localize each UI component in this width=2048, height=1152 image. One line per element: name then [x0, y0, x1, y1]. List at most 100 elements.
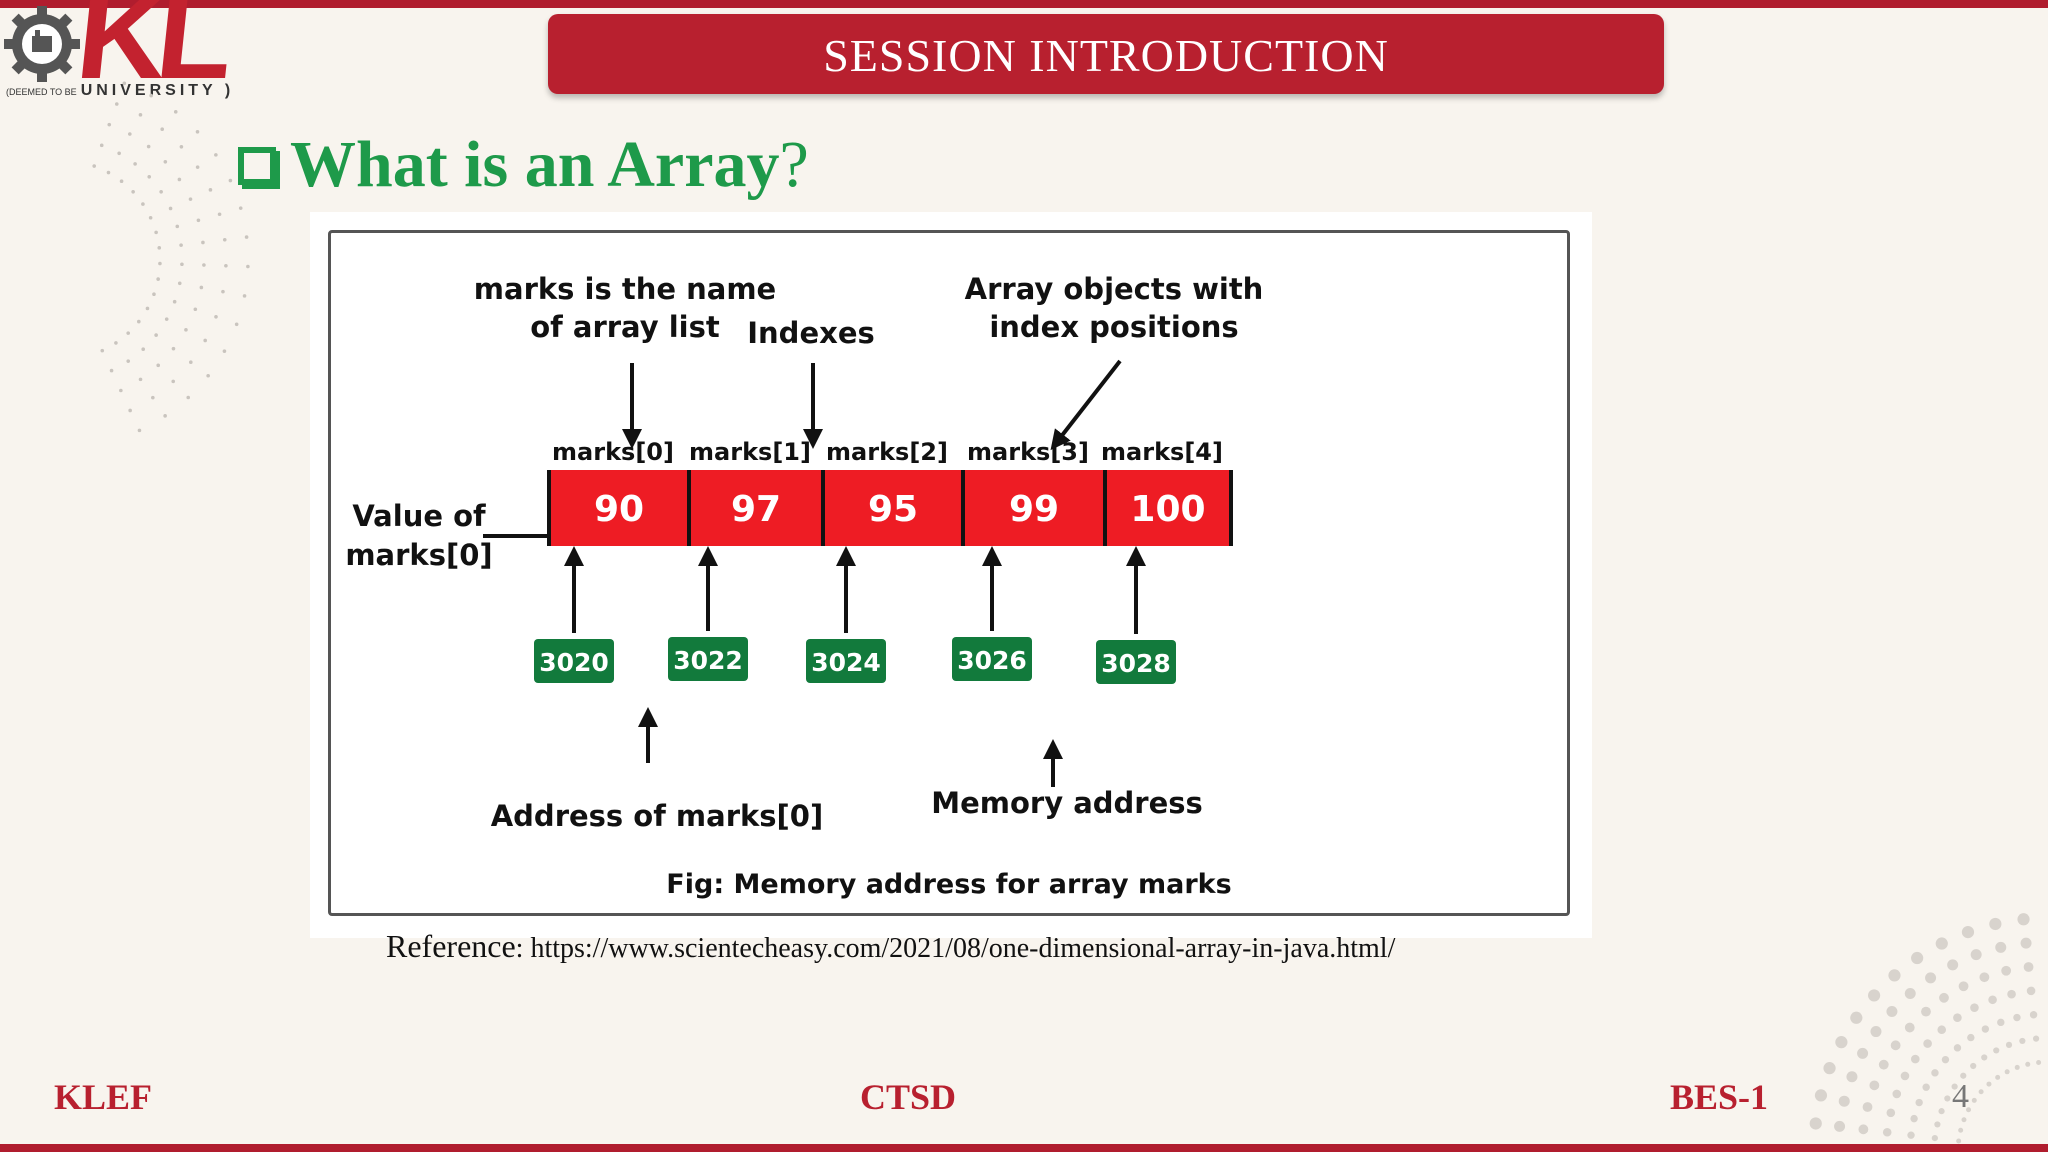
decor-dot — [2025, 1061, 2031, 1067]
decorative-dot-arc-right — [1807, 913, 2042, 1152]
array-cell-value: 99 — [1009, 489, 1059, 530]
decor-dot — [141, 347, 146, 352]
reference-url[interactable]: : https://www.scientecheasy.com/2021/08/… — [515, 933, 1396, 964]
decor-dot — [195, 165, 200, 169]
index-label: marks[2] — [826, 438, 948, 466]
decorative-dot-arc-left — [92, 81, 250, 433]
decor-dot — [1886, 1108, 1896, 1118]
decor-dot — [228, 178, 233, 183]
decor-dot — [107, 122, 112, 127]
decor-dot — [1970, 1003, 1979, 1012]
decor-dot — [114, 102, 119, 106]
decor-dot — [156, 277, 160, 281]
decor-dot — [158, 261, 162, 266]
decor-dot — [1858, 1124, 1869, 1135]
address-box — [668, 637, 748, 681]
decor-dot — [202, 263, 206, 267]
decor-dot — [1935, 937, 1948, 950]
array-cell-value: 95 — [868, 489, 918, 530]
decor-dot — [1857, 1047, 1869, 1059]
decor-dot — [1921, 1006, 1931, 1017]
decor-dot — [188, 197, 193, 201]
address-value: 3026 — [957, 646, 1027, 675]
label-value-line2: marks[0] — [345, 538, 492, 572]
page-number: 4 — [1952, 1078, 1969, 1115]
decor-dot — [157, 246, 162, 250]
decor-dot — [1941, 1055, 1950, 1064]
label-address: Address of marks[0] — [491, 799, 824, 833]
decor-dot — [1904, 988, 1916, 1000]
decor-dot — [1970, 1062, 1977, 1070]
decor-dot — [172, 299, 177, 304]
decor-dot — [1956, 1138, 1962, 1144]
top-accent-bar — [0, 0, 2048, 8]
decor-dot — [1890, 1040, 1901, 1051]
decor-dot — [163, 414, 167, 418]
address-box — [806, 639, 886, 683]
decor-dot — [1814, 1089, 1828, 1102]
decor-dot — [1978, 1089, 1984, 1095]
array-diagram: marks is the name of array list Indexes … — [345, 272, 1263, 900]
decor-dot — [2013, 1013, 2021, 1022]
decor-dot — [2019, 1037, 2026, 1045]
decor-dot — [1886, 1005, 1898, 1017]
decor-dot — [1888, 969, 1901, 982]
decor-dot — [177, 177, 182, 182]
decor-dot — [154, 230, 158, 235]
session-title-banner: SESSION INTRODUCTION — [548, 14, 1664, 94]
decor-dot — [2005, 1041, 2013, 1048]
decor-dot — [1944, 1095, 1951, 1102]
decor-dot — [175, 224, 180, 229]
decor-dot — [128, 408, 132, 413]
decor-dot — [2036, 1059, 2042, 1065]
address-value: 3028 — [1101, 649, 1171, 678]
decor-dot — [171, 346, 176, 351]
array-cell-value: 100 — [1130, 489, 1205, 530]
decor-dot — [1993, 1047, 2000, 1054]
decor-dot — [1862, 1102, 1873, 1112]
decor-dot — [122, 81, 127, 86]
decor-dot — [171, 379, 176, 384]
decor-dot — [137, 319, 141, 324]
decor-dot — [1979, 972, 1990, 983]
decor-dot — [217, 212, 222, 217]
decor-dot — [1931, 1135, 1938, 1142]
decor-dot — [177, 281, 182, 286]
decor-dot — [106, 170, 111, 175]
decor-dot — [206, 373, 210, 378]
reference-label: Reference — [386, 928, 516, 964]
decor-dot — [1970, 949, 1982, 961]
address-box — [952, 637, 1032, 681]
decor-dot — [242, 294, 247, 298]
decor-dot — [126, 359, 131, 363]
decor-dot — [1910, 1114, 1918, 1123]
footer-institution: KLEF — [54, 1077, 153, 1117]
decor-dot — [100, 348, 105, 353]
address-value: 3024 — [811, 648, 881, 677]
decor-dot — [163, 159, 168, 164]
decor-dot — [221, 289, 225, 294]
decor-dot — [214, 153, 218, 157]
decor-dot — [1869, 1080, 1880, 1091]
decor-dot — [164, 317, 169, 321]
decor-dot — [1838, 1095, 1850, 1107]
decor-dot — [1882, 1127, 1892, 1137]
figure-caption: Fig: Memory address for array marks — [666, 869, 1231, 900]
decor-dot — [114, 341, 118, 345]
decor-dot — [1868, 989, 1881, 1002]
reference-line: Reference: https://www.scientecheasy.com… — [386, 928, 1395, 965]
decor-dot — [149, 93, 153, 98]
decor-dot — [109, 368, 114, 373]
decor-dot — [1925, 972, 1937, 984]
decor-dot — [1981, 1054, 1988, 1061]
decor-dot — [168, 206, 173, 211]
array-cell-value: 97 — [731, 489, 781, 530]
decor-dot — [1967, 1033, 1975, 1042]
arrow-array-objects — [1050, 359, 1122, 451]
decor-dot — [147, 174, 152, 179]
decor-dot — [119, 179, 124, 183]
decor-dot — [173, 110, 178, 114]
decor-dot — [138, 113, 143, 117]
